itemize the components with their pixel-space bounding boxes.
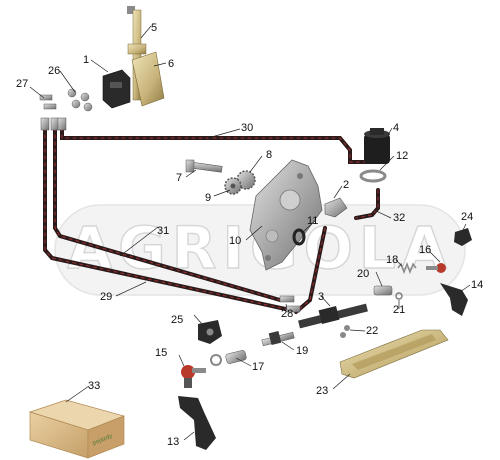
callout-22: 22	[366, 325, 378, 337]
part-7-bolt	[185, 159, 223, 173]
hose-29	[43, 126, 292, 312]
callout-1: 1	[83, 54, 89, 66]
callout-9: 9	[205, 192, 211, 204]
callout-19: 19	[296, 345, 308, 357]
leader-lines	[29, 25, 471, 441]
callout-3: 3	[318, 291, 324, 303]
callout-11: 11	[307, 215, 318, 227]
callout-labels: 5 1 6 26 27 30 4 12 7 8 9 2 11 10 32 24 …	[16, 22, 483, 448]
callout-31: 31	[157, 225, 169, 237]
part-22-nut	[340, 325, 350, 338]
part-3-cylinder	[298, 303, 368, 329]
part-25-block	[198, 320, 222, 344]
callout-13: 13	[167, 436, 179, 448]
callout-18: 18	[386, 254, 398, 266]
part-5-rod	[127, 6, 147, 101]
callout-4: 4	[393, 122, 399, 134]
callout-28: 28	[281, 308, 293, 320]
part-26-nuts	[67, 88, 93, 112]
hoses	[40, 117, 380, 314]
callout-12: 12	[396, 150, 408, 162]
part-11-o-ring	[292, 228, 306, 246]
part-2-fitting	[324, 197, 348, 218]
callout-29: 29	[100, 291, 112, 303]
part-21-washer	[395, 292, 403, 300]
callout-26: 26	[48, 65, 60, 77]
hose-30	[60, 126, 374, 164]
callout-30: 30	[241, 122, 253, 134]
part-13-arm	[178, 396, 216, 450]
callout-14: 14	[471, 279, 483, 291]
part-33-box: pojazdy	[28, 399, 126, 459]
part-19-rod-end	[261, 330, 295, 347]
part-17-sleeves	[210, 350, 247, 366]
callout-21: 21	[393, 304, 405, 316]
part-16-ball-joint	[426, 263, 446, 273]
hose-32	[354, 188, 380, 220]
callout-10: 10	[229, 235, 241, 247]
part-24-block	[454, 228, 472, 246]
callout-6: 6	[168, 58, 174, 70]
callout-16: 16	[419, 244, 431, 256]
part-1-valve	[102, 69, 131, 109]
callout-23: 23	[316, 385, 328, 397]
part-12-clamp	[359, 169, 387, 183]
callout-17: 17	[252, 361, 264, 373]
hose-28	[294, 226, 327, 314]
callout-15: 15	[155, 347, 167, 359]
part-14-arm	[440, 283, 468, 316]
part-10-pump-housing	[249, 159, 323, 271]
hose-31	[53, 126, 282, 302]
part-27-bolts	[39, 94, 57, 110]
part-23-plate	[339, 329, 449, 379]
callout-33: 33	[88, 380, 100, 392]
callout-8: 8	[266, 149, 272, 161]
callout-32: 32	[393, 212, 405, 224]
part-9-gear	[224, 177, 242, 195]
callout-24: 24	[461, 211, 473, 223]
callout-2: 2	[343, 179, 349, 191]
part-18-spring	[397, 261, 417, 275]
callout-25: 25	[171, 314, 183, 326]
callout-20: 20	[357, 268, 369, 280]
part-15-ball-joint	[181, 365, 206, 388]
callout-27: 27	[16, 78, 28, 90]
callout-7: 7	[176, 172, 182, 184]
callout-5: 5	[151, 22, 157, 34]
part-20-sleeve	[373, 285, 393, 296]
part-4-reservoir	[364, 128, 390, 164]
